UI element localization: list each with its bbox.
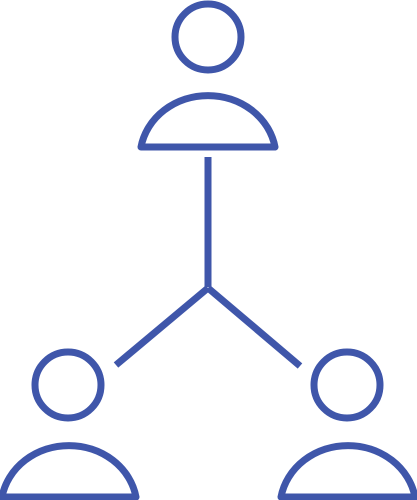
top-person-body-icon bbox=[137, 92, 279, 151]
right-person-head-icon bbox=[310, 348, 384, 422]
top-person-head-icon bbox=[171, 0, 245, 74]
left-person-body-icon bbox=[0, 442, 140, 500]
right-connector-line bbox=[205, 285, 303, 369]
left-person-head-icon bbox=[31, 348, 105, 422]
right-person-body-icon bbox=[277, 442, 417, 500]
left-connector-line bbox=[113, 285, 211, 368]
